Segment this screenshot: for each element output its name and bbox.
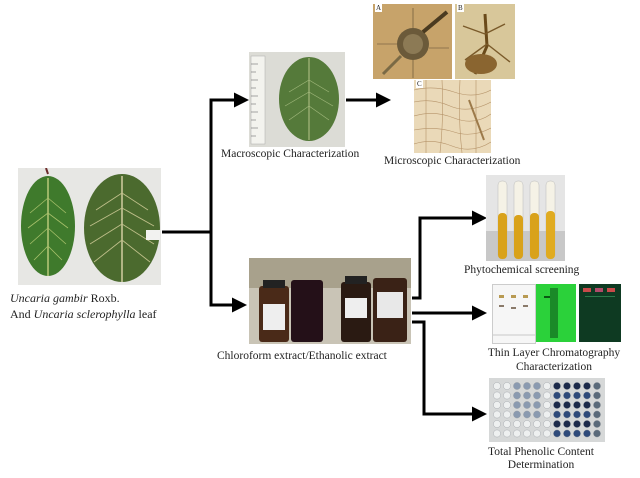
tlc-plate-green <box>536 284 576 342</box>
well <box>553 401 561 409</box>
well <box>593 391 601 400</box>
micro-letter-c: C <box>416 80 423 88</box>
well <box>513 391 521 400</box>
well <box>533 391 541 400</box>
well <box>543 401 551 409</box>
micro-letter-b: B <box>457 4 464 12</box>
test-tubes <box>497 180 556 260</box>
micro-panel-c: C <box>414 80 491 153</box>
well <box>523 391 531 400</box>
well <box>513 382 521 390</box>
phenolic-label: Total Phenolic Content Determination <box>488 446 594 471</box>
well <box>553 420 561 428</box>
well <box>523 410 531 419</box>
well <box>563 429 571 438</box>
well <box>573 420 581 428</box>
source-label: Uncaria gambir Roxb. And Uncaria sclerop… <box>10 291 157 321</box>
phytochemical-photo <box>486 175 565 261</box>
well <box>543 429 551 438</box>
macroscopic-label: Macroscopic Characterization <box>221 148 360 160</box>
phytochemical-label: Phytochemical screening <box>464 264 580 276</box>
micro-letter-a: A <box>375 4 383 12</box>
extract-photo <box>249 258 411 344</box>
well <box>503 429 511 438</box>
well <box>533 429 541 438</box>
microscopic-label: Microscopic Characterization <box>384 155 521 167</box>
macroscopic-photo <box>249 52 345 147</box>
well <box>493 429 501 438</box>
well <box>573 391 581 400</box>
well <box>553 382 561 390</box>
well <box>563 391 571 400</box>
well <box>533 401 541 409</box>
arrow-to-macroscopic <box>209 92 249 232</box>
well <box>523 429 531 438</box>
well <box>543 420 551 428</box>
well <box>523 382 531 390</box>
well <box>493 382 501 390</box>
well <box>583 410 591 419</box>
arrow-to-phytochemical <box>412 210 487 300</box>
well <box>543 391 551 400</box>
well <box>593 401 601 409</box>
well <box>563 401 571 409</box>
well <box>493 420 501 428</box>
well <box>503 420 511 428</box>
well <box>553 410 561 419</box>
well <box>553 429 561 438</box>
well <box>503 401 511 409</box>
source-leaves-photo <box>18 168 161 285</box>
well <box>573 410 581 419</box>
well <box>503 391 511 400</box>
well <box>543 410 551 419</box>
well <box>573 401 581 409</box>
well <box>503 382 511 390</box>
well <box>583 429 591 438</box>
well <box>593 420 601 428</box>
tlc-label: Thin Layer Chromatography Characterizati… <box>487 347 621 373</box>
well <box>523 420 531 428</box>
well <box>493 401 501 409</box>
tlc-plate-white <box>492 284 536 344</box>
well <box>493 410 501 419</box>
well <box>593 410 601 419</box>
bottle-2 <box>291 280 323 342</box>
well <box>573 429 581 438</box>
well <box>533 382 541 390</box>
well <box>563 410 571 419</box>
well <box>543 382 551 390</box>
well <box>513 410 521 419</box>
micro-panel-a: A <box>373 4 452 79</box>
tlc-plate-dark <box>579 284 621 342</box>
well <box>553 391 561 400</box>
well <box>573 382 581 390</box>
well <box>563 382 571 390</box>
well <box>493 391 501 400</box>
well <box>523 401 531 409</box>
well <box>513 401 521 409</box>
well <box>533 410 541 419</box>
well <box>513 420 521 428</box>
well <box>563 420 571 428</box>
arrow-to-phenolic <box>412 320 487 422</box>
well <box>503 410 511 419</box>
extract-label: Chloroform extract/Ethanolic extract <box>217 350 387 362</box>
arrow-to-extract <box>209 232 247 313</box>
micro-panel-b: B <box>455 4 515 79</box>
well <box>533 420 541 428</box>
well <box>583 401 591 409</box>
well <box>593 382 601 390</box>
well <box>513 429 521 438</box>
well <box>583 391 591 400</box>
well <box>583 382 591 390</box>
phenolic-plate-photo <box>489 378 605 442</box>
well <box>583 420 591 428</box>
well <box>593 429 601 438</box>
